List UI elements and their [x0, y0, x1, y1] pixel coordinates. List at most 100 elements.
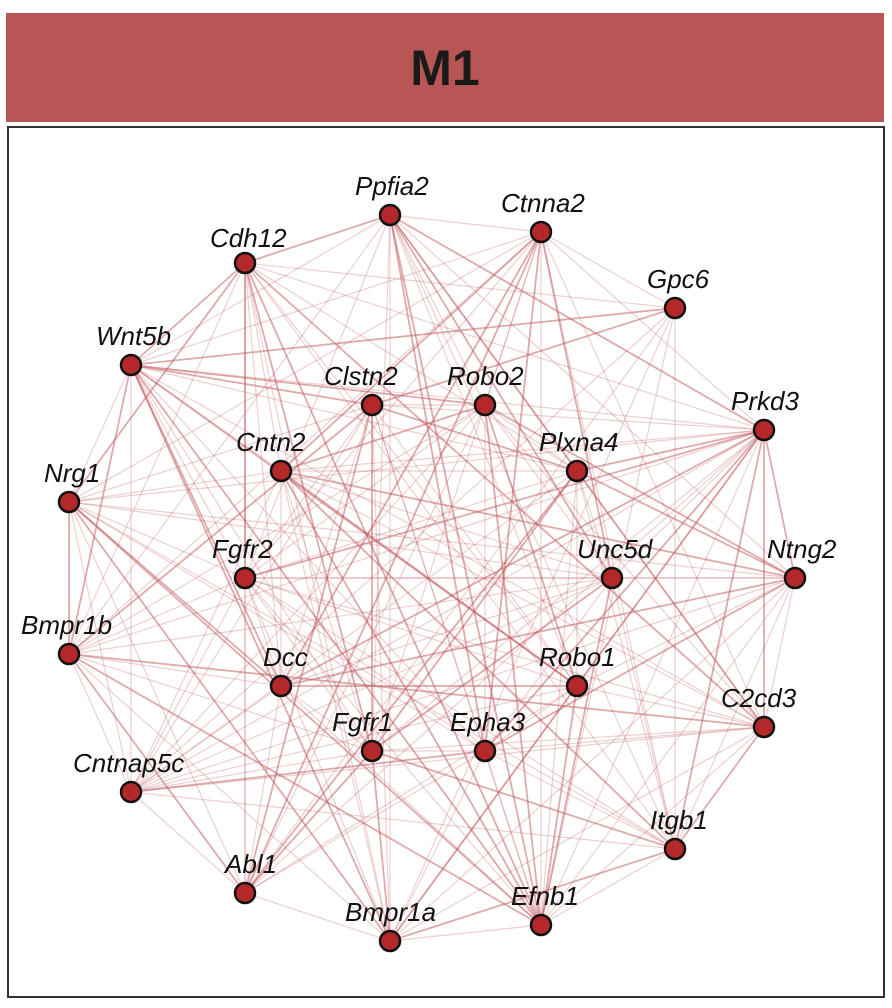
node-circle[interactable] [119, 353, 143, 377]
edge [244, 750, 486, 894]
edge [280, 429, 765, 472]
node-efnb1[interactable]: Efnb1 [511, 881, 579, 937]
node-circle[interactable] [565, 674, 589, 698]
edge [371, 231, 542, 752]
node-circle[interactable] [752, 715, 776, 739]
edge [280, 685, 542, 926]
edge [130, 791, 676, 850]
node-circle[interactable] [663, 837, 687, 861]
edge [130, 404, 373, 793]
node-circle[interactable] [360, 393, 384, 417]
node-nrg1[interactable]: Nrg1 [44, 458, 100, 514]
edge [68, 262, 246, 655]
node-circle[interactable] [233, 566, 257, 590]
node-circle[interactable] [378, 929, 402, 953]
edge [389, 307, 676, 942]
edge [244, 262, 765, 431]
edge [389, 577, 796, 942]
node-circle[interactable] [529, 913, 553, 937]
node-circle[interactable] [378, 203, 402, 227]
edges [68, 214, 796, 942]
node-circle[interactable] [119, 780, 143, 804]
node-circle[interactable] [269, 459, 293, 483]
edge [68, 501, 391, 942]
node-circle[interactable] [57, 490, 81, 514]
node-ppfia2[interactable]: Ppfia2 [355, 171, 429, 227]
node-circle[interactable] [473, 739, 497, 763]
edge [130, 404, 486, 793]
edge [244, 577, 282, 687]
edge [484, 404, 542, 926]
edge [576, 577, 796, 687]
edge [130, 364, 542, 926]
node-wnt5b[interactable]: Wnt5b [96, 321, 171, 377]
node-unc5d[interactable]: Unc5d [577, 534, 654, 590]
node-circle[interactable] [565, 459, 589, 483]
node-circle[interactable] [57, 642, 81, 666]
node-circle[interactable] [473, 393, 497, 417]
edge [540, 848, 676, 926]
node-ntng2[interactable]: Ntng2 [767, 534, 837, 590]
node-ctnna2[interactable]: Ctnna2 [501, 188, 585, 244]
node-circle[interactable] [233, 881, 257, 905]
node-epha3[interactable]: Epha3 [450, 707, 526, 763]
node-prkd3[interactable]: Prkd3 [731, 386, 799, 442]
edge [484, 577, 613, 752]
edge [130, 577, 246, 793]
edge [371, 404, 578, 687]
node-cntnap5c[interactable]: Cntnap5c [73, 748, 184, 804]
node-fgfr1[interactable]: Fgfr1 [332, 707, 393, 763]
node-c2cd3[interactable]: C2cd3 [721, 683, 797, 739]
edge [484, 231, 542, 406]
node-circle[interactable] [360, 739, 384, 763]
node-circle[interactable] [600, 566, 624, 590]
edge [280, 685, 373, 752]
node-circle[interactable] [269, 674, 293, 698]
node-fgfr2[interactable]: Fgfr2 [212, 534, 273, 590]
node-cntn2[interactable]: Cntn2 [236, 427, 306, 483]
node-circle[interactable] [529, 220, 553, 244]
node-circle[interactable] [752, 418, 776, 442]
edge [244, 262, 676, 850]
edge [244, 262, 765, 728]
node-robo2[interactable]: Robo2 [447, 361, 524, 417]
edge [371, 726, 765, 752]
edge [280, 577, 613, 687]
edge [540, 231, 676, 850]
edge [130, 364, 246, 579]
node-circle[interactable] [663, 296, 687, 320]
edge [68, 653, 373, 752]
node-plxna4[interactable]: Plxna4 [539, 427, 619, 483]
edge [244, 214, 391, 264]
node-circle[interactable] [233, 251, 257, 275]
edge [280, 470, 613, 579]
node-label: Ntng2 [767, 534, 837, 564]
node-label: Fgfr1 [332, 707, 393, 737]
node-abl1[interactable]: Abl1 [223, 849, 277, 905]
edge [130, 231, 542, 366]
edge [130, 262, 246, 366]
node-cdh12[interactable]: Cdh12 [210, 223, 287, 275]
node-itgb1[interactable]: Itgb1 [650, 805, 708, 861]
edge [674, 577, 796, 850]
node-bmpr1a[interactable]: Bmpr1a [345, 897, 436, 953]
node-bmpr1b[interactable]: Bmpr1b [21, 610, 112, 666]
node-clstn2[interactable]: Clstn2 [324, 361, 398, 417]
node-dcc[interactable]: Dcc [263, 642, 308, 698]
edge [130, 307, 676, 366]
module-header: M1 [6, 13, 884, 122]
edge [244, 750, 373, 894]
edge [484, 404, 765, 728]
node-robo1[interactable]: Robo1 [539, 642, 616, 698]
edge [68, 653, 282, 687]
edge [130, 214, 391, 366]
edge [576, 685, 765, 728]
edge [371, 470, 578, 752]
edge [244, 262, 391, 942]
edge [130, 364, 765, 728]
edge [68, 214, 391, 655]
edge [540, 470, 578, 926]
node-circle[interactable] [783, 566, 807, 590]
edge [244, 262, 542, 926]
node-gpc6[interactable]: Gpc6 [647, 264, 710, 320]
